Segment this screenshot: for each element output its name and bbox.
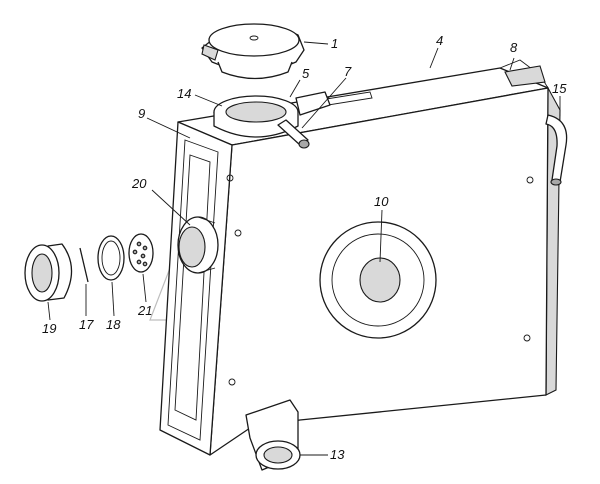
filler-cap [201, 23, 305, 80]
callout-4: 4 [436, 33, 443, 48]
breather-pipe [277, 119, 310, 149]
side-port [177, 216, 219, 274]
leader-lines [47, 41, 561, 456]
callout-18: 18 [106, 317, 121, 332]
outlet-pipe [245, 399, 301, 471]
callout-8: 8 [510, 40, 518, 55]
filter-part-21 [128, 233, 154, 273]
callout-9: 9 [138, 106, 145, 121]
callout-13: 13 [330, 447, 345, 462]
nut-part-19 [24, 243, 73, 302]
callout-5: 5 [302, 66, 310, 81]
filler-neck [213, 91, 331, 138]
pin-part-17 [79, 247, 89, 283]
callout-labels: 1 4 5 7 8 9 10 13 14 15 17 18 19 20 21 [42, 33, 567, 462]
callout-21: 21 [137, 303, 152, 318]
callout-14: 14 [177, 86, 191, 101]
callout-20: 20 [131, 176, 147, 191]
callout-10: 10 [374, 194, 389, 209]
callout-19: 19 [42, 321, 56, 336]
callout-7: 7 [344, 64, 352, 79]
callout-17: 17 [79, 317, 94, 332]
sight-window [319, 221, 437, 339]
callout-1: 1 [331, 36, 338, 51]
overflow-pipe [545, 114, 568, 186]
ring-part-18 [97, 235, 125, 281]
callout-15: 15 [552, 81, 567, 96]
